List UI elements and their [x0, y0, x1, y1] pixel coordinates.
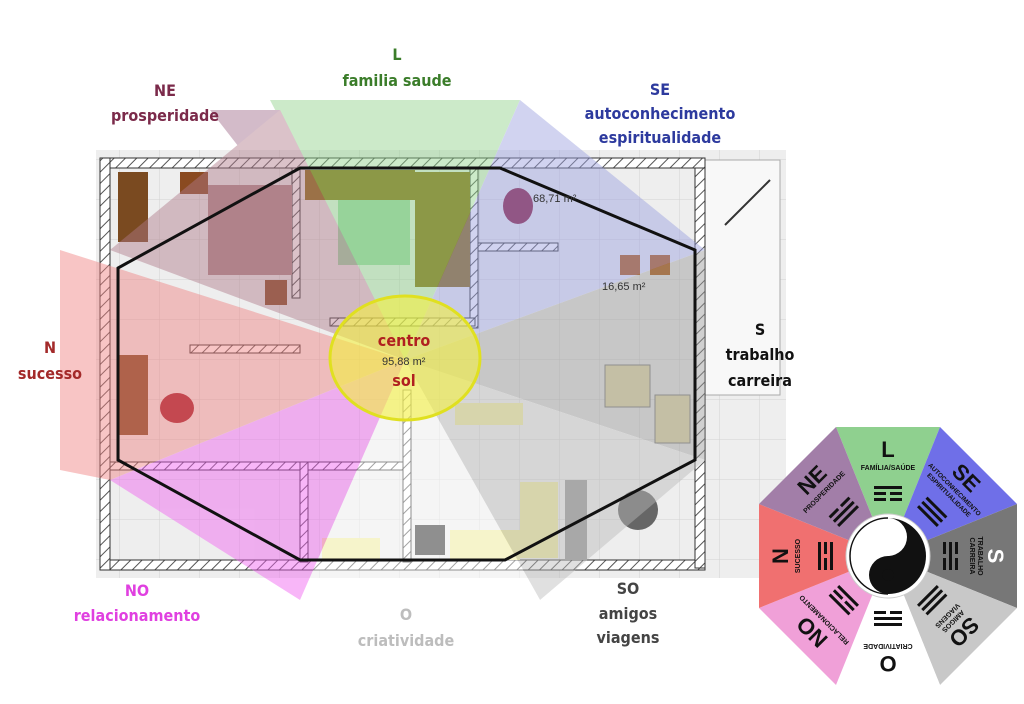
center-sun-circle: [328, 294, 482, 422]
bagua-s-line2: CARREIRA: [968, 538, 975, 575]
room-area-label: 95,88 m²: [382, 356, 426, 368]
label-center-line1: centro: [378, 331, 431, 350]
sector-NE-fill: [110, 110, 405, 360]
bagua-n-text: SUCESSO: [795, 538, 802, 573]
plan-labels: L familia saude NE prosperidade SE autoc…: [18, 45, 795, 650]
sector-SE: [405, 100, 705, 360]
stairs-icon: [724, 179, 771, 226]
label-se-dir: SE: [650, 80, 670, 99]
label-center-line2: sol: [392, 371, 415, 390]
room-area-label: 68,71 m²: [533, 193, 577, 205]
bagua-sector-no: [759, 556, 888, 685]
label-so-dir: SO: [617, 579, 640, 598]
label-o-text: criatividade: [358, 631, 455, 650]
label-n-text: sucesso: [18, 364, 82, 383]
label-ne-text: prosperidade: [111, 106, 219, 125]
label-se-line1: autoconhecimento: [585, 104, 736, 123]
bagua-sector-s: [888, 504, 1017, 608]
bagua-s-line1: TRABALHO: [976, 536, 983, 576]
bagua-sector-ne: [759, 427, 888, 556]
label-o-dir: O: [400, 605, 412, 624]
label-l-dir: L: [392, 45, 401, 64]
bagua-sector-se: [888, 427, 1017, 556]
room-area-labels: 68,71 m² 16,65 m² 95,88 m²: [382, 193, 646, 368]
label-n-dir: N: [44, 338, 56, 357]
sector-NE: [210, 110, 405, 360]
bagua-o-dir: O: [879, 651, 896, 676]
bagua-n-dir: N: [768, 548, 793, 564]
bagua-sector-l: [836, 427, 940, 556]
bagua-l-dir: L: [881, 437, 894, 462]
bagua-s-dir: S: [983, 549, 1008, 564]
label-ne-dir: NE: [154, 81, 176, 100]
bagua-octagon-outline: [116, 166, 697, 562]
trigram-icons: [818, 486, 958, 626]
sector-SO: [405, 360, 705, 600]
label-s-line2: carreira: [728, 371, 792, 390]
plan-sector-overlays: [60, 100, 705, 600]
bagua-l-text: FAMÍLIA/SAÚDE: [861, 463, 916, 472]
label-no-dir: NO: [125, 581, 149, 600]
label-no-text: relacionamento: [74, 606, 201, 625]
bagua-sector-n: [759, 504, 888, 608]
label-s-line1: trabalho: [726, 345, 795, 364]
label-s-dir: S: [755, 320, 765, 339]
bagua-sector-o: [836, 556, 940, 685]
label-so-line2: viagens: [597, 628, 660, 647]
yin-yang-icon: [849, 517, 926, 595]
label-so-line1: amigos: [599, 604, 657, 623]
sector-S: [405, 250, 705, 460]
room-area-label: 16,65 m²: [602, 281, 646, 293]
sector-N: [60, 250, 405, 480]
sector-NO: [110, 360, 405, 600]
label-l-text: familia saude: [342, 71, 451, 90]
bagua-o-text: CRIATIVIDADE: [863, 642, 913, 649]
bagua-sector-so: [888, 556, 1017, 685]
label-se-line2: espiritualidade: [599, 128, 722, 147]
sector-O: [300, 360, 540, 600]
floor-plan: [96, 150, 786, 578]
sector-L: [270, 100, 520, 360]
bagua-chart: L FAMÍLIA/SAÚDE SE AUTOCONHECIMENTO ESPI…: [759, 427, 1017, 685]
